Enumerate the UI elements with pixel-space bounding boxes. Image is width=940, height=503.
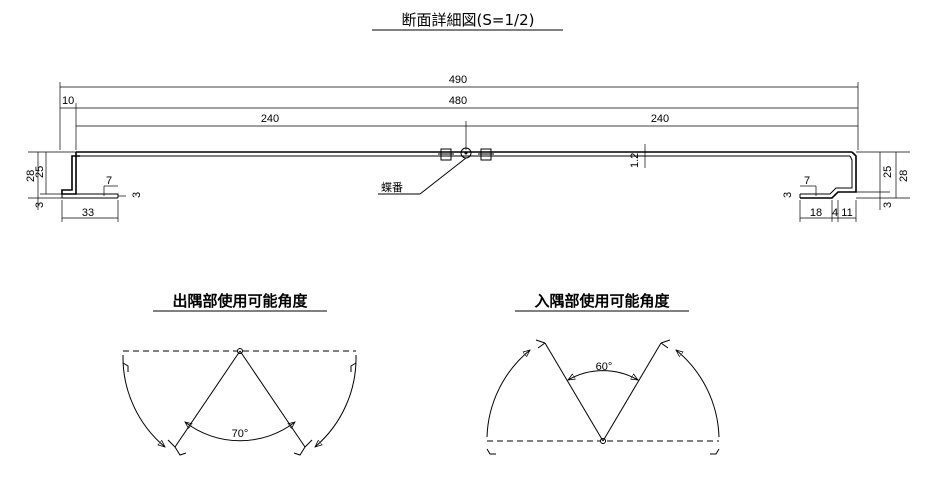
right-hem-width-label: 7 [804,175,810,187]
left-hem-gap-label: 3 [131,192,143,198]
outside-angle-label: 70° [232,428,249,440]
left-hem-width-label: 7 [106,175,112,187]
thickness-dimension: 1.2 [629,144,646,168]
right-bottom-c-label: 11 [841,207,852,219]
left-height-outer-label: 28 [25,170,37,182]
right-bottom-b-label: 4 [832,207,838,219]
inside-angle-label: 60° [596,361,613,373]
thickness-label: 1.2 [629,153,641,168]
section-detail-title: 断面詳細図(S=1/2) [402,11,535,29]
left-lip-label: 3 [34,202,46,208]
inner-dimension: 480 10 [60,95,858,150]
right-hem-gap-label: 3 [782,192,794,198]
hinge: 蝶番 [378,147,494,195]
dimension-half-left-label: 240 [261,113,279,125]
outside-corner-title: 出隅部使用可能角度 [172,292,308,310]
dimension-half-right-label: 240 [651,113,669,125]
outside-corner-diagram: 出隅部使用可能角度 70° [122,292,357,456]
inside-corner-diagram: 入隅部使用可能角度 60° [486,292,720,455]
left-side-dimensions: 28 25 3 33 7 3 [25,151,143,222]
left-bottom-label: 33 [82,207,94,219]
right-height-inner-label: 25 [882,166,894,178]
dimension-inner-label: 480 [449,95,467,107]
panel-profile [61,151,857,199]
dimension-overall-label: 490 [449,74,467,86]
overall-dimension: 490 [59,74,859,150]
inside-corner-title: 入隅部使用可能角度 [534,292,670,310]
right-height-outer-label: 28 [898,170,910,182]
half-dimensions: 240 240 [76,113,858,150]
dimension-left-flange-label: 10 [62,95,74,107]
hinge-label: 蝶番 [381,180,403,194]
left-height-inner-label: 25 [34,166,46,178]
right-lip-label: 3 [882,202,894,208]
right-side-dimensions: 25 28 3 7 3 18 4 11 [782,151,910,222]
right-bottom-a-label: 18 [810,207,822,219]
